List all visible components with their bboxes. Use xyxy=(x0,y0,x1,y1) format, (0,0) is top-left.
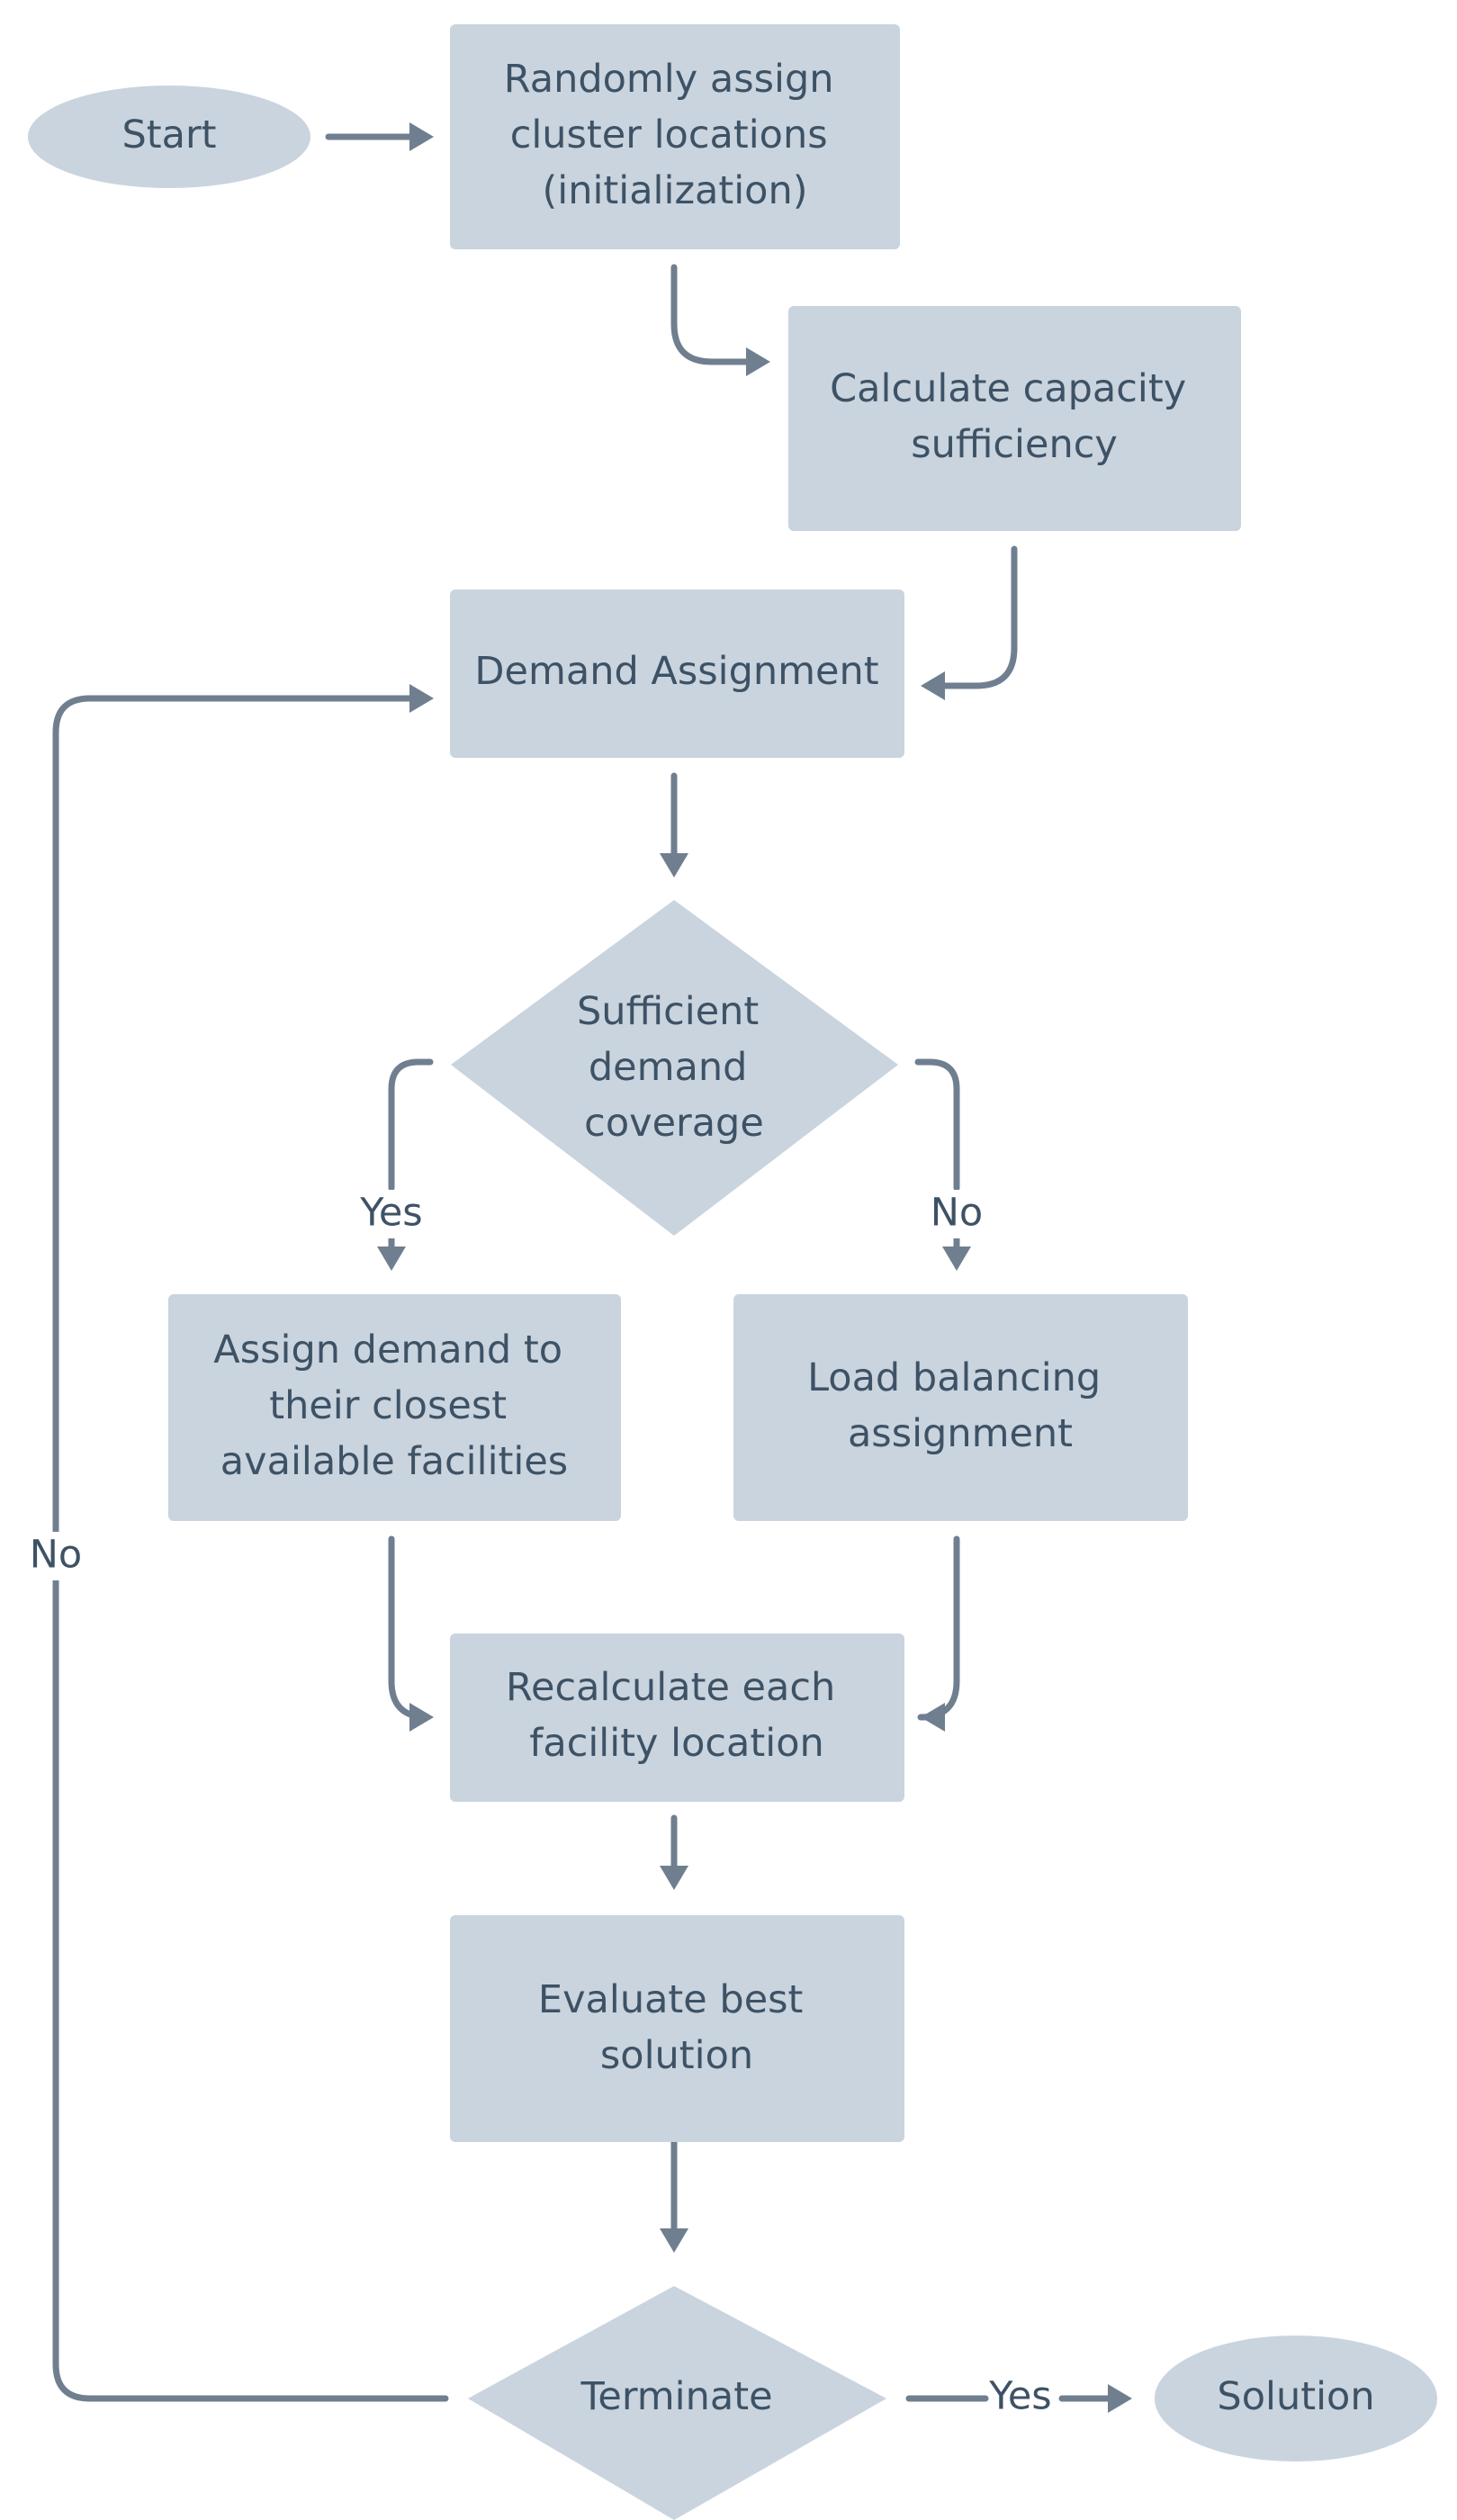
node-solution: Solution xyxy=(1155,2336,1437,2462)
capacity-label: Calculate capacity sufficiency xyxy=(830,366,1199,467)
terminate-label: Terminate xyxy=(580,2374,772,2419)
arrowhead-evaluate-to-terminate xyxy=(660,2228,688,2253)
load-balancing-label: Load balancing assignment xyxy=(807,1355,1113,1456)
load-balancing-label-line-2: assignment xyxy=(848,1411,1073,1456)
node-initialization: Randomly assign cluster locations (initi… xyxy=(450,24,900,249)
start-shape xyxy=(28,86,310,188)
edge-capacity-to-demand xyxy=(935,545,1018,689)
arrowhead-coverage-yes xyxy=(377,1246,406,1271)
capacity-shape xyxy=(788,306,1241,531)
arrowhead-recalc-to-evaluate xyxy=(660,1866,688,1890)
capacity-label-line-1: Calculate capacity xyxy=(830,366,1186,411)
assign-closest-label-line-1: Assign demand to xyxy=(213,1328,562,1372)
arrowhead-closest-to-recalc xyxy=(409,1703,434,1732)
evaluate-shape xyxy=(450,1915,904,2142)
assign-closest-label: Assign demand to their closest available… xyxy=(213,1328,574,1484)
load-balancing-shape xyxy=(733,1294,1188,1521)
start-label-line-1: Start xyxy=(121,112,216,158)
start-label: Start xyxy=(121,112,216,158)
assign-closest-shape xyxy=(168,1294,621,1521)
node-start: Start xyxy=(28,86,310,188)
recalculate-label: Recalculate each facility location xyxy=(506,1665,848,1766)
edge-label-terminate-yes: Yes xyxy=(988,2374,1051,2419)
evaluate-label: Evaluate best solution xyxy=(538,1977,815,2078)
recalculate-label-line-2: facility location xyxy=(529,1721,824,1766)
edge-label-coverage-yes: Yes xyxy=(359,1191,422,1236)
arrowhead-demand-to-coverage xyxy=(660,853,688,878)
initialization-shape xyxy=(450,24,900,249)
sufficient-coverage-label-line-3: coverage xyxy=(584,1101,764,1146)
sufficient-coverage-shape xyxy=(451,900,898,1236)
evaluate-label-line-1: Evaluate best xyxy=(538,1977,804,2022)
recalculate-label-line-1: Recalculate each xyxy=(506,1665,835,1710)
arrowhead-balancing-to-recalc xyxy=(921,1703,945,1732)
edge-balancing-to-recalc xyxy=(917,1535,960,1721)
node-load-balancing: Load balancing assignment xyxy=(733,1294,1188,1521)
terminate-label-line-1: Terminate xyxy=(580,2374,772,2419)
solution-shape xyxy=(1155,2336,1437,2462)
solution-label-line-1: Solution xyxy=(1217,2374,1374,2419)
node-recalculate: Recalculate each facility location xyxy=(450,1634,904,1802)
node-demand-assignment: Demand Assignment xyxy=(450,590,904,758)
label-bg-coverage-no xyxy=(921,1190,993,1238)
solution-label: Solution xyxy=(1217,2374,1374,2419)
edge-label-terminate-no: No xyxy=(30,1533,82,1578)
terminate-shape xyxy=(468,2286,886,2520)
edge-terminate-no-loop xyxy=(52,695,449,2402)
sufficient-coverage-label-line-2: demand xyxy=(589,1045,748,1090)
arrowhead-start-to-init xyxy=(409,122,434,151)
initialization-label-line-2: cluster locations xyxy=(510,112,828,158)
label-bg-coverage-yes xyxy=(355,1190,427,1238)
load-balancing-label-line-1: Load balancing xyxy=(807,1355,1101,1400)
arrowhead-coverage-no xyxy=(942,1246,971,1271)
capacity-label-line-2: sufficiency xyxy=(911,422,1118,467)
demand-assignment-label: Demand Assignment xyxy=(474,649,878,694)
edge-closest-to-recalc xyxy=(388,1535,431,1721)
node-evaluate: Evaluate best solution xyxy=(450,1915,904,2142)
arrowhead-terminate-no-loop xyxy=(409,684,434,713)
label-bg-terminate-no xyxy=(25,1532,88,1580)
initialization-label-line-3: (initialization) xyxy=(542,168,807,213)
edges xyxy=(52,122,1132,2413)
initialization-label-line-1: Randomly assign xyxy=(504,57,834,102)
assign-closest-label-line-2: their closest xyxy=(269,1383,507,1428)
node-terminate: Terminate xyxy=(468,2286,886,2520)
evaluate-label-line-2: solution xyxy=(600,2033,753,2078)
arrowhead-capacity-to-demand xyxy=(921,671,945,700)
sufficient-coverage-label-line-1: Sufficient xyxy=(577,989,759,1034)
arrowhead-init-to-capacity xyxy=(746,347,770,376)
node-assign-closest: Assign demand to their closest available… xyxy=(168,1294,621,1521)
node-sufficient-coverage: Sufficient demand coverage xyxy=(451,900,898,1236)
edge-labels: Yes No No Yes xyxy=(25,1190,1052,2419)
edge-init-to-capacity xyxy=(670,264,756,365)
edge-label-coverage-no: No xyxy=(931,1191,983,1236)
nodes: Start Randomly assign cluster locations … xyxy=(28,24,1437,2520)
sufficient-coverage-label: Sufficient demand coverage xyxy=(577,989,771,1146)
demand-assignment-label-line-1: Demand Assignment xyxy=(474,649,878,694)
recalculate-shape xyxy=(450,1634,904,1802)
edge-coverage-yes xyxy=(388,1058,434,1192)
assign-closest-label-line-3: available facilities xyxy=(220,1439,568,1484)
edge-coverage-no xyxy=(914,1058,960,1192)
demand-assignment-shape xyxy=(450,590,904,758)
arrowhead-terminate-yes xyxy=(1108,2384,1132,2413)
node-capacity: Calculate capacity sufficiency xyxy=(788,306,1241,531)
initialization-label: Randomly assign cluster locations (initi… xyxy=(504,57,846,213)
